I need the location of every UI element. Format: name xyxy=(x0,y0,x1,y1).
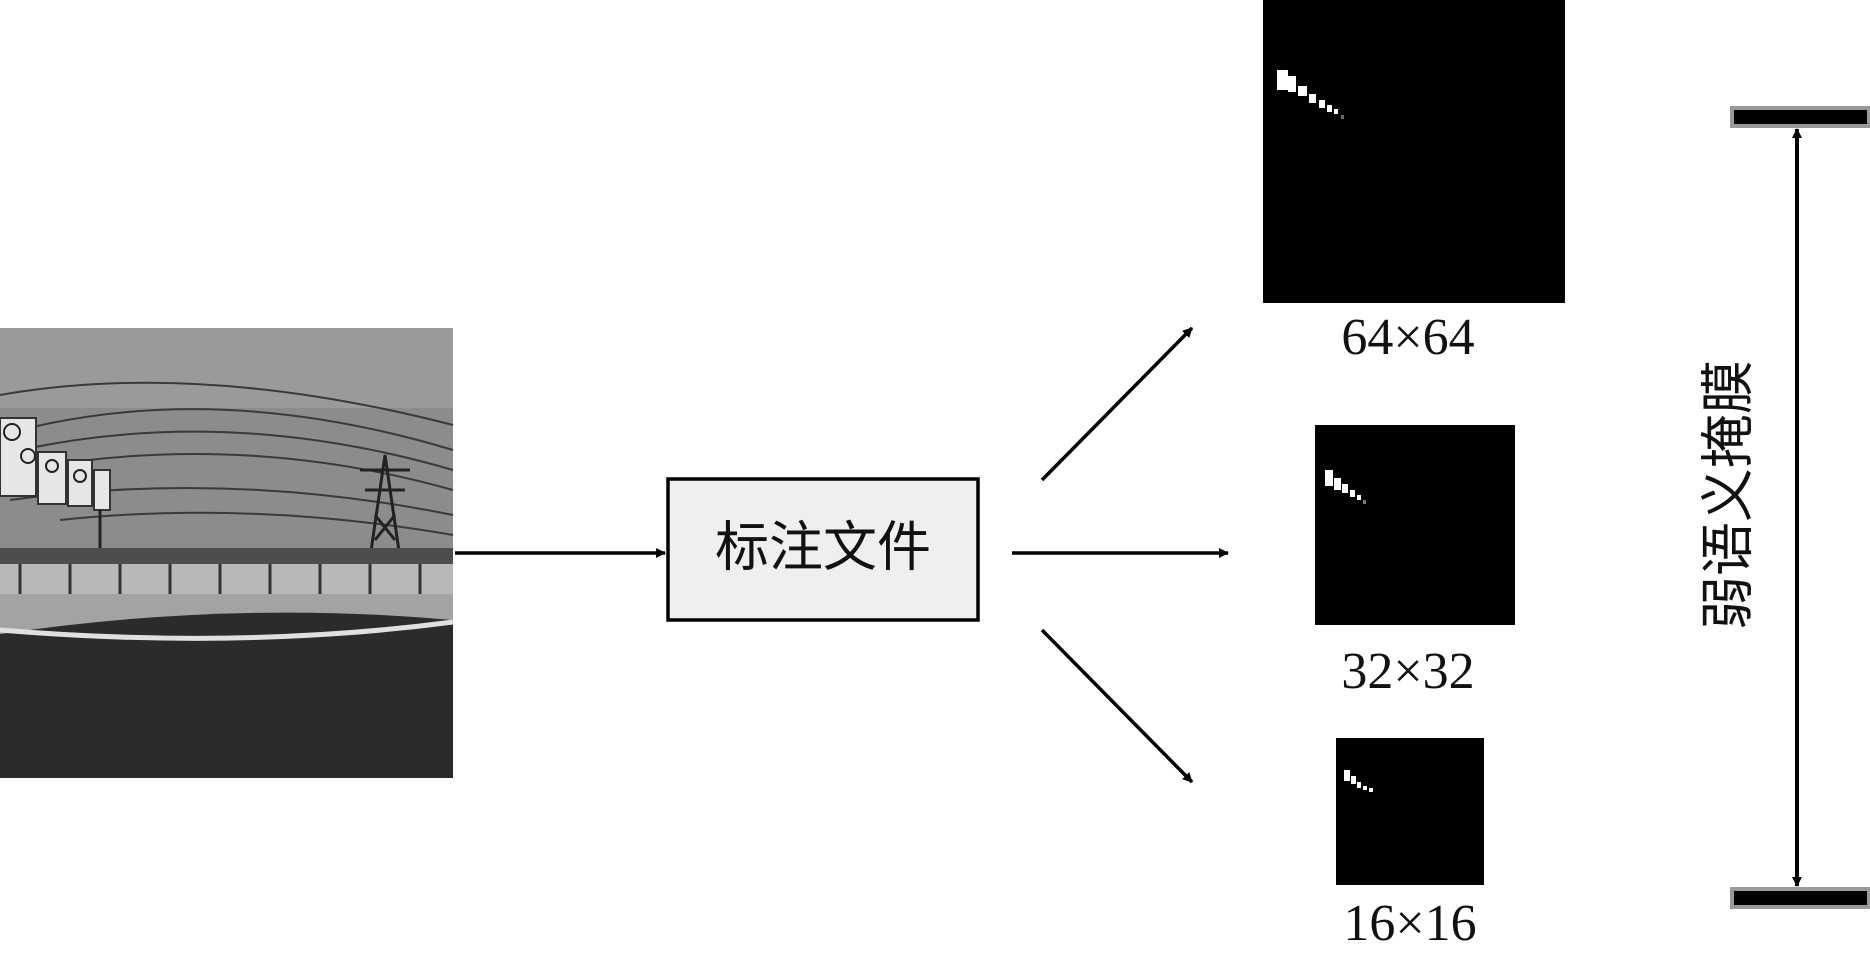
mask-16-highlight xyxy=(1344,770,1373,792)
road-lane-line xyxy=(0,619,454,641)
arrow-to-mask-16 xyxy=(1040,628,1194,784)
photo-guardrail xyxy=(0,564,453,594)
mask-64 xyxy=(1263,0,1565,303)
bracket-bottom-cap xyxy=(1730,887,1870,909)
weak-semantic-mask-label: 弱语义掩膜 xyxy=(1697,360,1760,630)
mask-32-highlight xyxy=(1325,470,1366,504)
photo-road xyxy=(0,612,453,778)
annotation-file-box: 标注文件 xyxy=(666,477,980,622)
photo-sky-top xyxy=(0,328,453,408)
mask-64-label: 64×64 xyxy=(1341,309,1474,366)
power-pylon-icon xyxy=(360,454,410,559)
mask-16 xyxy=(1336,738,1484,885)
arrow-to-mask-64 xyxy=(1040,326,1194,482)
guardrail-posts xyxy=(18,564,422,594)
mask-32-label: 32×32 xyxy=(1341,643,1474,700)
road-photo xyxy=(0,328,454,778)
mask-16-label: 16×16 xyxy=(1343,895,1476,952)
photo-horizon xyxy=(0,548,453,564)
annotation-file-label: 标注文件 xyxy=(715,516,931,579)
mask-64-highlight xyxy=(1277,70,1344,119)
mask-32 xyxy=(1315,425,1515,625)
side-bracket xyxy=(1730,106,1870,909)
traffic-sign-icon xyxy=(0,417,111,560)
bracket-top-cap xyxy=(1730,106,1870,128)
